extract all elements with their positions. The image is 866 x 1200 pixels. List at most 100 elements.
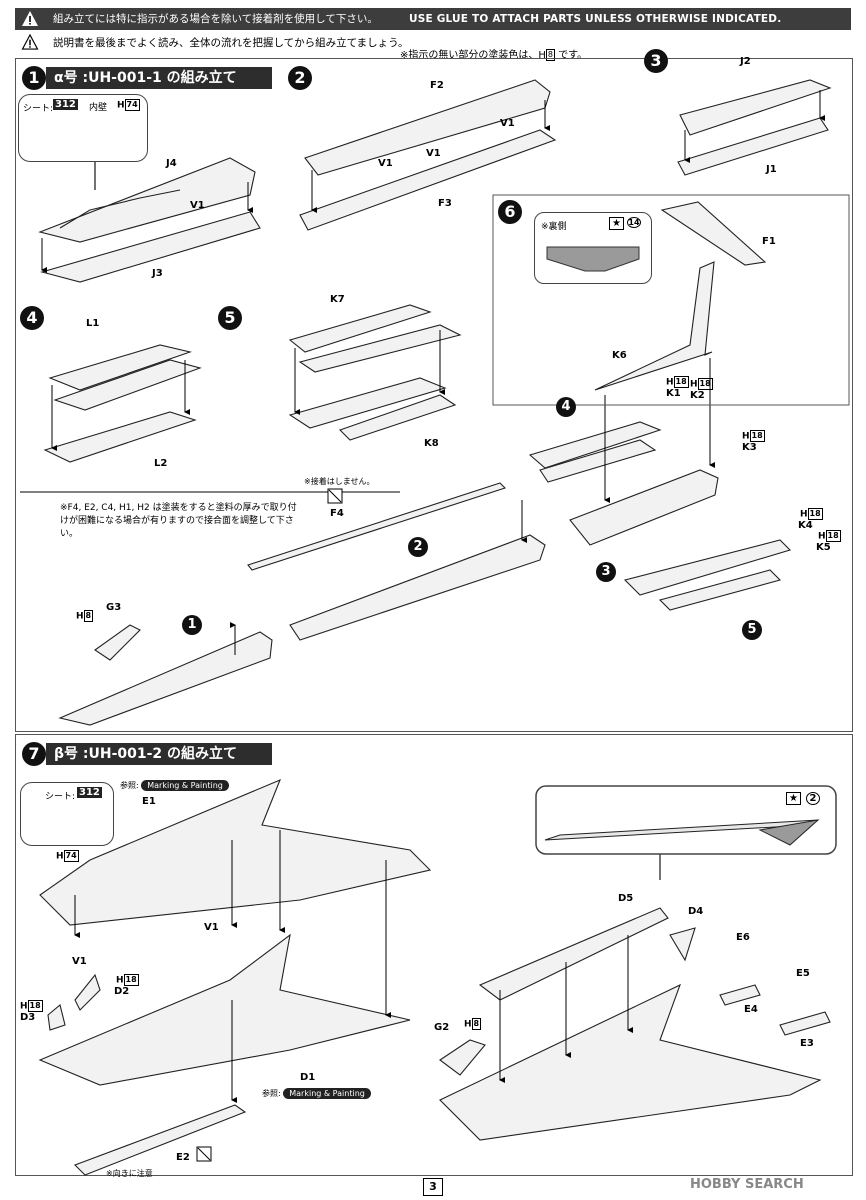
part-k3: K3 [742,442,757,453]
sub-step-5-marker: 5 [742,620,762,640]
back-side-note: ※裏側 [541,222,567,232]
step-4-marker: 4 [20,306,44,330]
inner-wall-label: 内壁 [89,103,108,113]
decal-number: 2 [806,792,820,805]
part-v1: V1 [72,956,87,967]
sheet-label: シート: [23,104,54,114]
part-e4: E4 [744,1004,758,1015]
part-d1: D1 [300,1072,316,1083]
read-instructions-text: 説明書を最後までよく読み、全体の流れを把握してから組み立てましょう。 [53,37,409,49]
paint-code-box: 18 [825,530,841,542]
watermark: HOBBY SEARCH [690,1177,804,1192]
paint-code-box: 18 [123,974,139,986]
part-v1: V1 [190,200,205,211]
part-k2: K2 [690,390,705,401]
part-k5: K5 [816,542,831,553]
part-e2: E2 [176,1152,190,1163]
paint-code-box: 18 [749,430,765,442]
step-3-marker: 3 [644,49,668,73]
orientation-note: ※向きに注意 [106,1169,153,1178]
paint-note-prefix: ※指示の無い部分の塗装色は、H [400,50,546,61]
part-f1: F1 [762,236,776,247]
part-k7: K7 [330,294,345,305]
beta-title: β号 :UH-001-2 の組み立て [46,743,272,765]
part-v1: V1 [378,158,393,169]
paint-code-box: 18 [27,1000,43,1012]
paint-code-box: 8 [83,610,94,622]
part-v1: V1 [426,148,441,159]
marking-painting-link[interactable]: Marking & Painting [283,1088,371,1099]
ref-label: 参照: [120,781,139,790]
alpha-panel [15,58,853,732]
glue-warning-en: USE GLUE TO ATTACH PARTS UNLESS OTHERWIS… [409,13,782,25]
sub-step-4-marker: 4 [556,397,576,417]
sub-step-2-marker: 2 [408,537,428,557]
paint-thickness-note: ※F4, E2, C4, H1, H2 は塗装をすると塗料の厚みで取り付けが困難… [60,503,297,539]
sheet-number: 312 [77,787,102,798]
part-f3: F3 [438,198,452,209]
part-g2: G2 [434,1022,450,1033]
star-icon: ★ [786,792,801,805]
step-5-marker: 5 [218,306,242,330]
part-d4: D4 [688,906,704,917]
step-6-marker: 6 [498,200,522,224]
part-j3: J3 [152,268,163,279]
marking-ref-bottom: 参照: Marking & Painting [262,1088,371,1099]
part-l2: L2 [154,458,168,469]
glue-warning-bar: 組み立てには特に指示がある場合を除いて接着剤を使用して下さい。 USE GLUE… [15,8,851,30]
paint-code-box: 74 [63,850,79,862]
paint-code-box: 74 [124,99,140,111]
back-side-callout: ※裏側 ★ 14 [534,212,652,284]
paint-code-box: 18 [673,376,689,388]
part-v1: V1 [500,118,515,129]
part-k8: K8 [424,438,439,449]
sheet-callout-beta: シート: 312 [20,782,114,846]
part-e6: E6 [736,932,750,943]
paint-note-suffix: です。 [558,50,588,61]
star-icon: ★ [609,217,624,230]
part-e3: E3 [800,1038,814,1049]
part-v1: V1 [204,922,219,933]
no-glue-note: ※接着はしません。 [304,477,375,486]
part-e5: E5 [796,968,810,979]
part-k6: K6 [612,350,627,361]
part-d2: D2 [114,986,130,997]
marking-painting-link[interactable]: Marking & Painting [141,780,229,791]
paint-code-box: 8 [471,1018,482,1030]
warning-icon [22,11,38,26]
sub-step-1-marker: 1 [182,615,202,635]
part-e1: E1 [142,796,156,807]
part-d3: D3 [20,1012,36,1023]
part-f4: F4 [330,508,344,519]
decal-number: 14 [627,217,641,228]
paint-code-box: 8 [545,49,555,61]
part-j4: J4 [166,158,177,169]
paint-code-box: 18 [697,378,713,390]
step-7-marker: 7 [22,742,46,766]
decal-shape [546,246,640,272]
glue-warning-jp: 組み立てには特に指示がある場合を除いて接着剤を使用して下さい。 [53,13,378,25]
sheet-label: シート: [45,792,76,802]
part-j1: J1 [766,164,777,175]
warning-icon [21,34,39,50]
step-1-marker: 1 [22,66,46,90]
page-number: 3 [423,1178,443,1196]
part-k1: K1 [666,388,681,399]
beta-panel [15,734,853,1176]
step-2-marker: 2 [288,66,312,90]
part-j2: J2 [740,56,751,67]
no-glue-icon [327,488,343,504]
sub-step-3-marker: 3 [596,562,616,582]
part-l1: L1 [86,318,100,329]
ref-label: 参照: [262,1089,281,1098]
paint-code-box: 18 [807,508,823,520]
part-k4: K4 [798,520,813,531]
part-g3: G3 [106,602,122,613]
part-f2: F2 [430,80,444,91]
part-d5: D5 [618,893,634,904]
sheet-number: 312 [53,99,78,110]
alpha-title: α号 :UH-001-1 の組み立て [46,67,272,89]
